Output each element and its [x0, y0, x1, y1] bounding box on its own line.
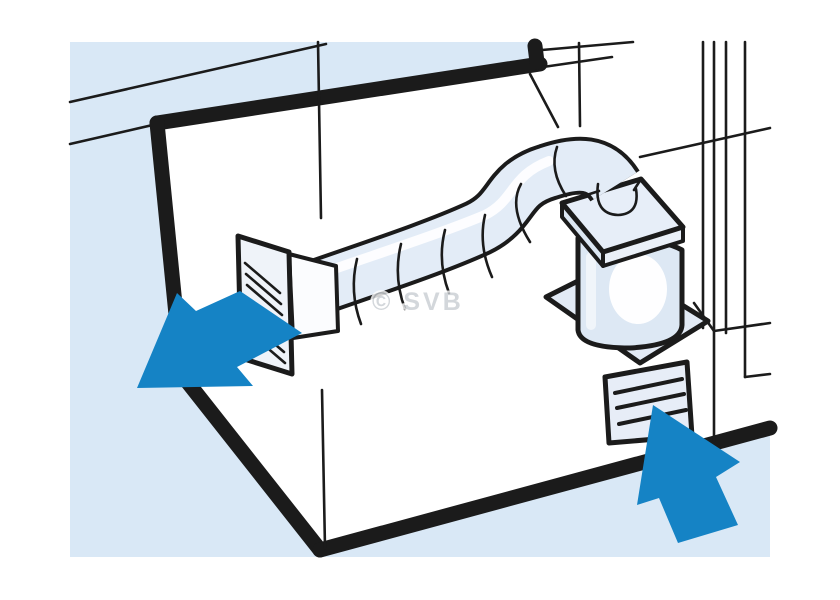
blower-unit	[559, 176, 686, 351]
blower-highlight	[609, 254, 667, 324]
flexible-ventilation-hose	[283, 136, 643, 333]
bulkhead-structure-lines	[638, 40, 772, 443]
hose-highlight	[295, 156, 554, 286]
blower-highlight-band	[586, 252, 596, 330]
hose-collar	[287, 252, 340, 340]
airflow-arrow-out	[137, 291, 302, 388]
hose-body	[284, 140, 637, 320]
hose-inlet-notch	[596, 182, 638, 217]
watermark-text: © SVB	[372, 288, 464, 316]
deck-edge-lines	[68, 42, 328, 146]
airflow-arrow-in	[637, 405, 740, 543]
